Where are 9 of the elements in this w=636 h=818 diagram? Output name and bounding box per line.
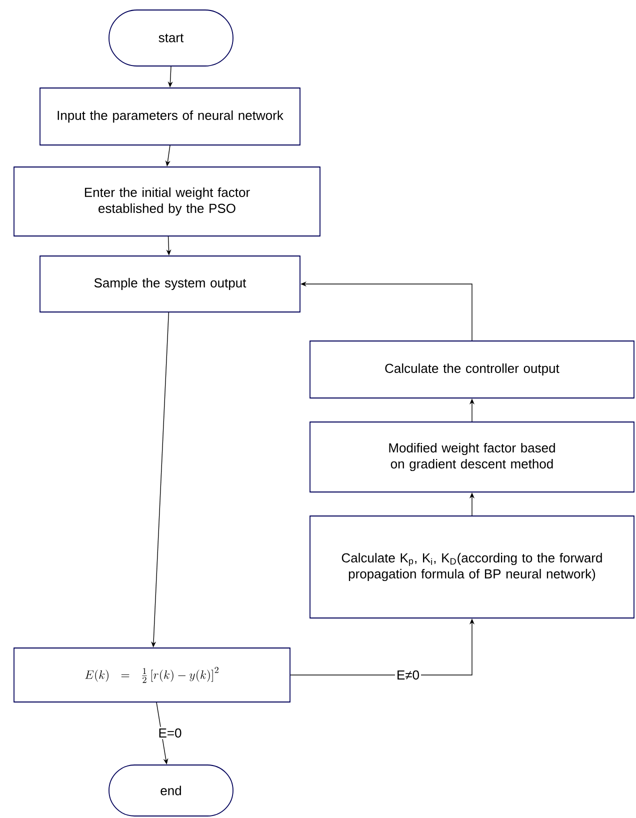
process-box: Input the parameters of neural network	[40, 88, 300, 146]
edge-label: E=0	[156, 726, 184, 740]
process-box: Enter the initial weight factor established by the PSO	[14, 166, 320, 236]
process-box: Calculate K$_{p}$, K$_{i}$, K$_{D}$(according to the forward propagation formula of BP neural network)	[310, 516, 634, 618]
formula-box: $E(k)=\frac{1}{2}\left[r(k)-y(k)\right]^{2}$	[14, 648, 290, 702]
edge-label: E≠0	[394, 668, 422, 682]
process-box: Modified weight factor based on gradient descent method	[310, 422, 634, 492]
process-box: Sample the system output	[40, 256, 300, 312]
process-box: Calculate the controller output	[310, 340, 634, 398]
